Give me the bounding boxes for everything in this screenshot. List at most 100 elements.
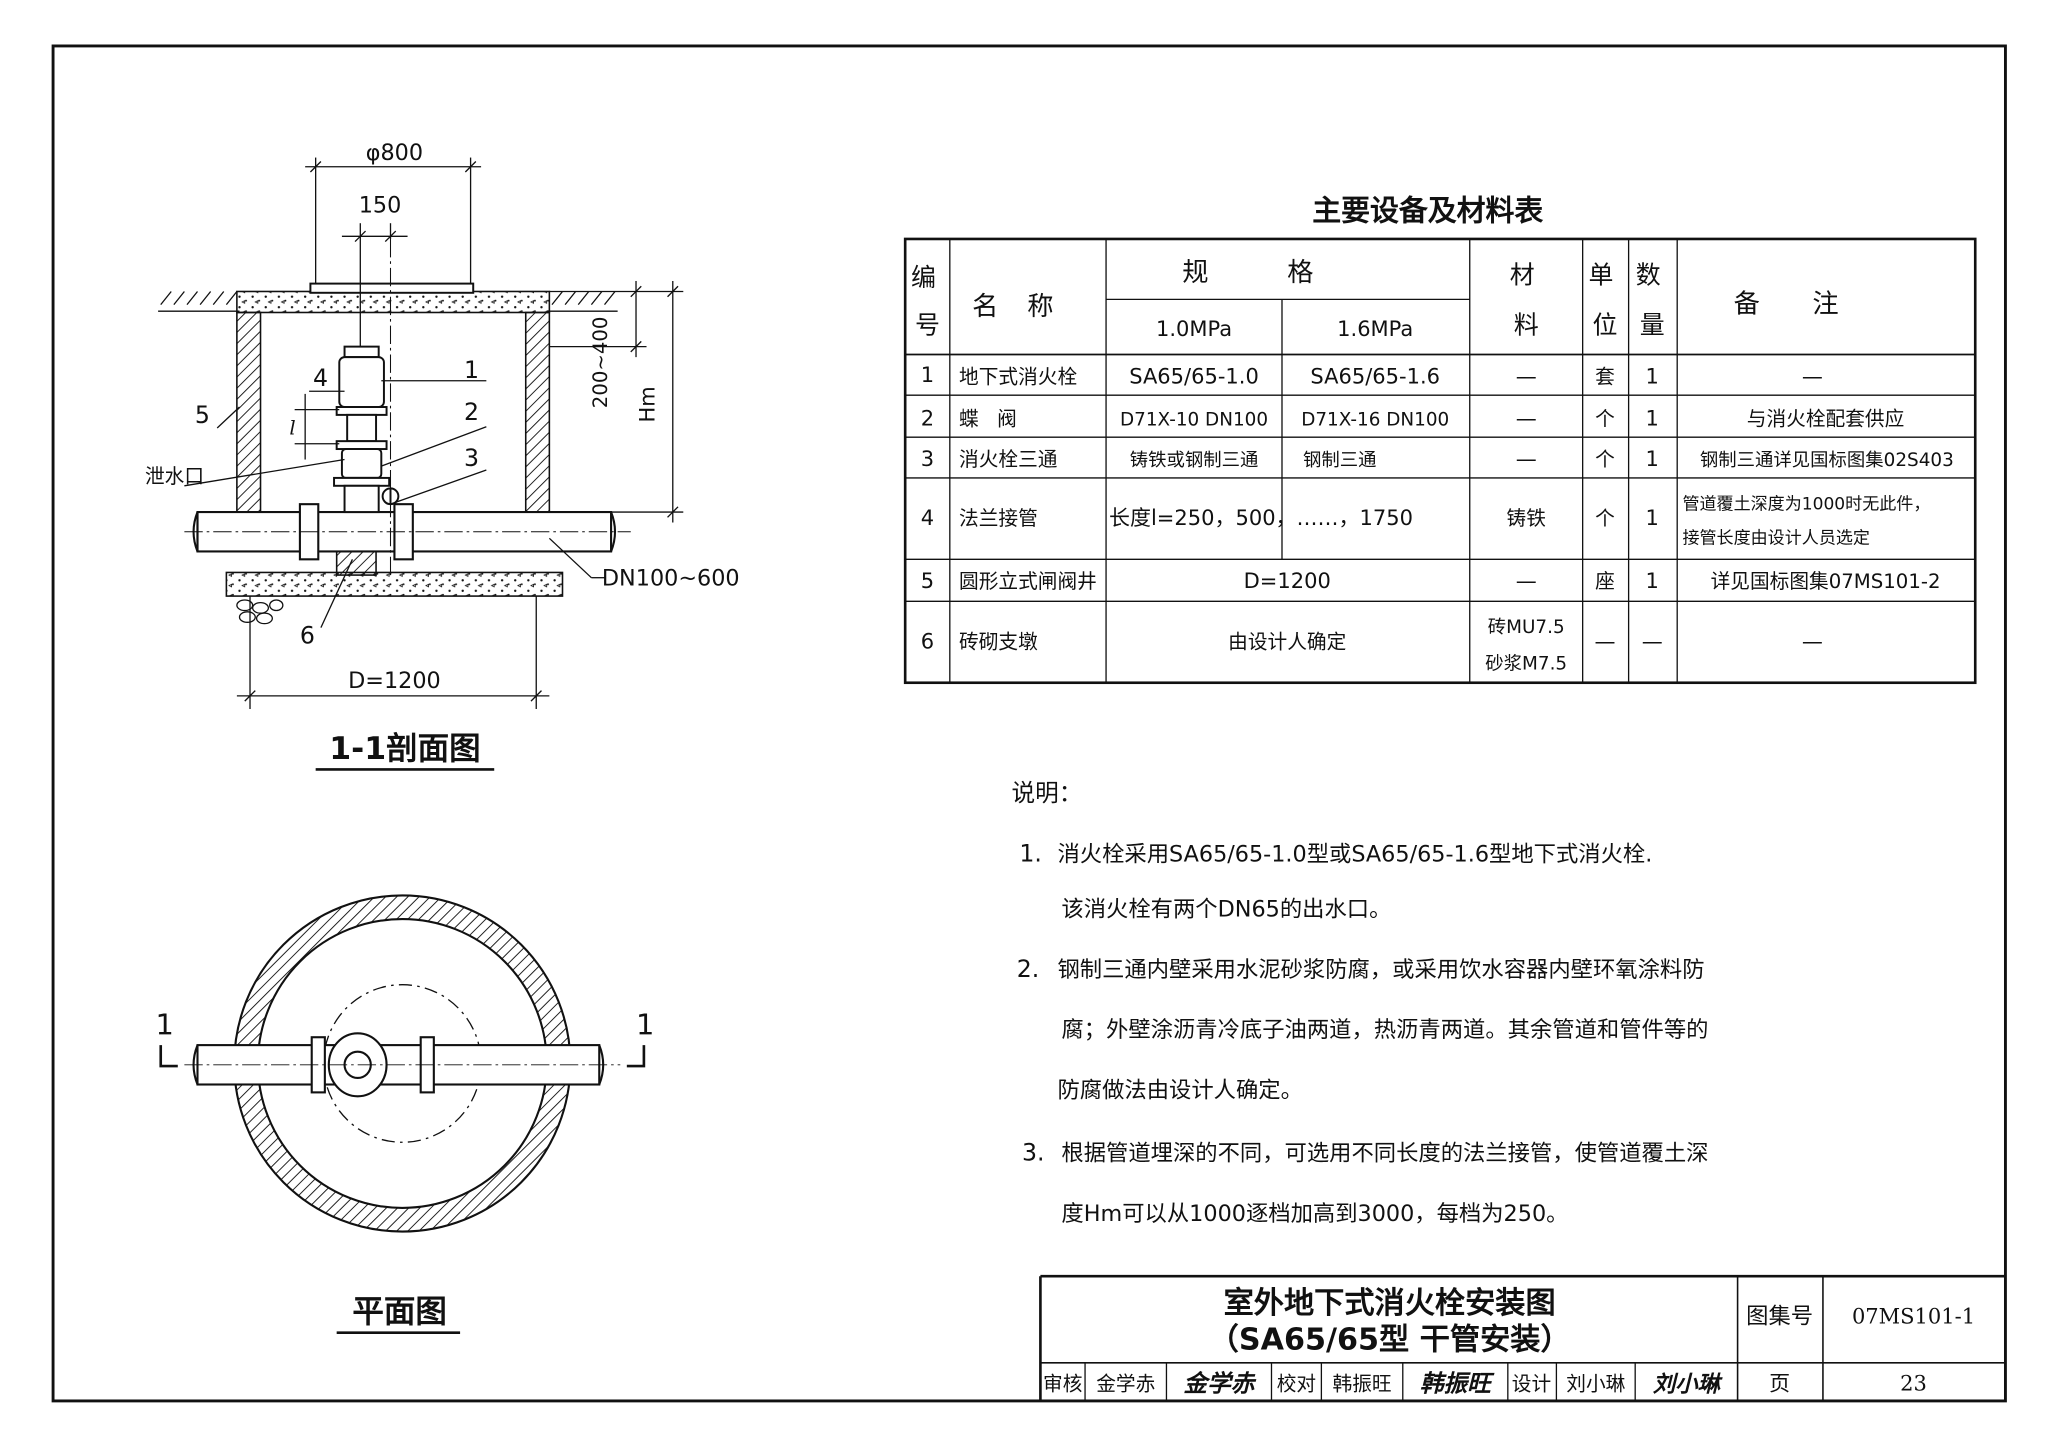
header-spec-10: 1.0MPa (1156, 317, 1232, 341)
drawing-title-line-1: 室外地下式消火栓安装图 (1224, 1285, 1556, 1321)
sheet-border (51, 44, 2007, 1403)
designer-signature: 刘小琳 (1653, 1372, 1724, 1398)
manhole-cover (309, 282, 475, 294)
dim-hm: Hm (635, 386, 659, 422)
row5-no: 5 (921, 569, 934, 593)
notes-heading: 说明： (1012, 779, 1083, 807)
drain-outlet-label: 泄水口 (145, 465, 204, 488)
designer-name: 刘小琳 (1566, 1372, 1625, 1395)
row6-qty: — (1642, 630, 1663, 654)
row3-spec-10: 铸铁或钢制三通 (1130, 450, 1259, 471)
row5-unit: 座 (1595, 570, 1615, 593)
row5-spec: D=1200 (1244, 569, 1331, 593)
row3-qty: 1 (1646, 447, 1659, 471)
row1-name: 地下式消火栓 (959, 365, 1077, 388)
header-material: 材 料 (1510, 261, 1543, 340)
table-title: 主要设备及材料表 (1312, 194, 1543, 228)
row5-material: — (1516, 569, 1537, 593)
note-2-line-1: 钢制三通内壁采用水泥砂浆防腐，或采用饮水容器内壁环氧涂料防 (1057, 957, 1704, 983)
note-2-line-3: 防腐做法由设计人确定。 (1057, 1078, 1302, 1104)
dim-well-d: D=1200 (348, 668, 441, 694)
length-mark: l (289, 417, 295, 440)
note-3-line-1: 根据管道埋深的不同，可选用不同长度的法兰接管，使管道覆土深 (1061, 1141, 1708, 1167)
row4-no: 4 (921, 506, 934, 530)
row1-material: — (1516, 364, 1537, 388)
row2-remark: 与消火栓配套供应 (1747, 407, 1904, 430)
well-base-slab (225, 571, 564, 597)
note-2-num: 2. (1017, 955, 1040, 983)
header-spec-16: 1.6MPa (1337, 317, 1413, 341)
row1-spec-10: SA65/65-1.0 (1129, 364, 1259, 388)
callout-3: 3 (464, 444, 479, 472)
callout-2: 2 (464, 398, 479, 426)
section-view: φ800 150 200~400 Hm D=1200 DN100~600 泄水口… (145, 140, 740, 771)
row2-no: 2 (921, 406, 934, 430)
row2-spec-16: D71X-16 DN100 (1301, 409, 1449, 430)
title-block: 室外地下式消火栓安装图 （SA65/65型 干管安装） 图集号 07MS101-… (1039, 1274, 2006, 1401)
row3-unit: 个 (1595, 448, 1615, 471)
leader-lines (184, 380, 605, 628)
header-qty-2: 量 (1640, 310, 1665, 339)
design-label: 设计 (1512, 1372, 1551, 1395)
check-label: 校对 (1277, 1372, 1316, 1395)
row3-no: 3 (921, 447, 934, 471)
page-no: 23 (1900, 1371, 1927, 1395)
note-3-line-2: 度Hm可以从1000逐档加高到3000，每档为250。 (1061, 1201, 1568, 1227)
row3-material: — (1516, 447, 1537, 471)
well-wall-right (524, 311, 551, 540)
row1-spec-16: SA65/65-1.6 (1310, 364, 1440, 388)
note-3-num: 3. (1022, 1139, 1045, 1167)
section-mark-right: 1 (636, 1008, 654, 1042)
header-unit-1: 单 (1589, 261, 1614, 290)
row1-qty: 1 (1646, 364, 1659, 388)
well-cover-slab (236, 290, 551, 314)
row1-remark: — (1802, 364, 1823, 388)
row5-remark: 详见国标图集07MS101-2 (1711, 570, 1941, 593)
row5-name: 圆形立式闸阀井 (959, 570, 1097, 593)
row2-name: 蝶阀 (959, 407, 1035, 430)
header-unit: 单 位 (1589, 261, 1622, 340)
pipe-size-label: DN100~600 (602, 566, 740, 592)
note-1-line-2: 该消火栓有两个DN65的出水口。 (1061, 896, 1391, 922)
atlas-label: 图集号 (1746, 1303, 1813, 1329)
well-wall-left (236, 311, 262, 540)
header-qty: 数 量 (1636, 261, 1669, 340)
row3-remark: 钢制三通详见国标图集02S403 (1700, 450, 1954, 471)
row5-qty: 1 (1646, 569, 1659, 593)
row6-remark: — (1802, 630, 1823, 654)
header-spec: 规格 (1182, 258, 1392, 288)
header-material-1: 材 (1510, 261, 1535, 290)
row4-qty: 1 (1646, 506, 1659, 530)
checker-name: 韩振旺 (1333, 1372, 1392, 1395)
row6-material-2: 砂浆M7.5 (1485, 654, 1567, 675)
section-cut-marks (159, 1045, 646, 1068)
material-table: 主要设备及材料表 编 号 名称 规格 1.0MPa 1.6MPa (903, 194, 1977, 685)
callout-5: 5 (195, 401, 210, 429)
callout-6: 6 (300, 621, 315, 649)
header-name: 名称 (972, 292, 1082, 322)
row2-material: — (1516, 406, 1537, 430)
row6-material-1: 砖MU7.5 (1488, 617, 1565, 638)
row4-name: 法兰接管 (959, 507, 1038, 530)
dimensions (236, 157, 684, 709)
row6-no: 6 (921, 630, 934, 654)
section-view-title: 1-1剖面图 (329, 731, 480, 767)
row4-remark-1: 管道覆土深度为1000时无此件， (1682, 494, 1930, 514)
gravel-bed (236, 599, 284, 625)
page-label: 页 (1769, 1371, 1790, 1395)
row1-unit: 套 (1595, 365, 1615, 388)
header-no: 编 号 (911, 263, 944, 339)
row6-name: 砖砌支墩 (959, 631, 1038, 654)
row4-remark-2: 接管长度由设计人员选定 (1682, 529, 1870, 549)
header-no-1: 编 (911, 263, 936, 292)
drawing-title-line-2: （SA65/65型 干管安装） (1209, 1323, 1571, 1358)
note-1-num: 1. (1019, 839, 1042, 867)
note-2-line-2: 腐；外壁涂沥青冷底子油两道，热沥青两道。其余管道和管件等的 (1061, 1017, 1708, 1043)
row6-unit: — (1594, 630, 1615, 654)
row4-spec: 长度l=250，500，……，1750 (1109, 506, 1413, 530)
notes: 说明： 1. 消火栓采用SA65/65-1.0型或SA65/65-1.6型地下式… (1012, 779, 1709, 1227)
header-remark: 备注 (1734, 289, 1892, 319)
dim-offset: 150 (359, 193, 402, 219)
review-label: 审核 (1043, 1372, 1082, 1395)
